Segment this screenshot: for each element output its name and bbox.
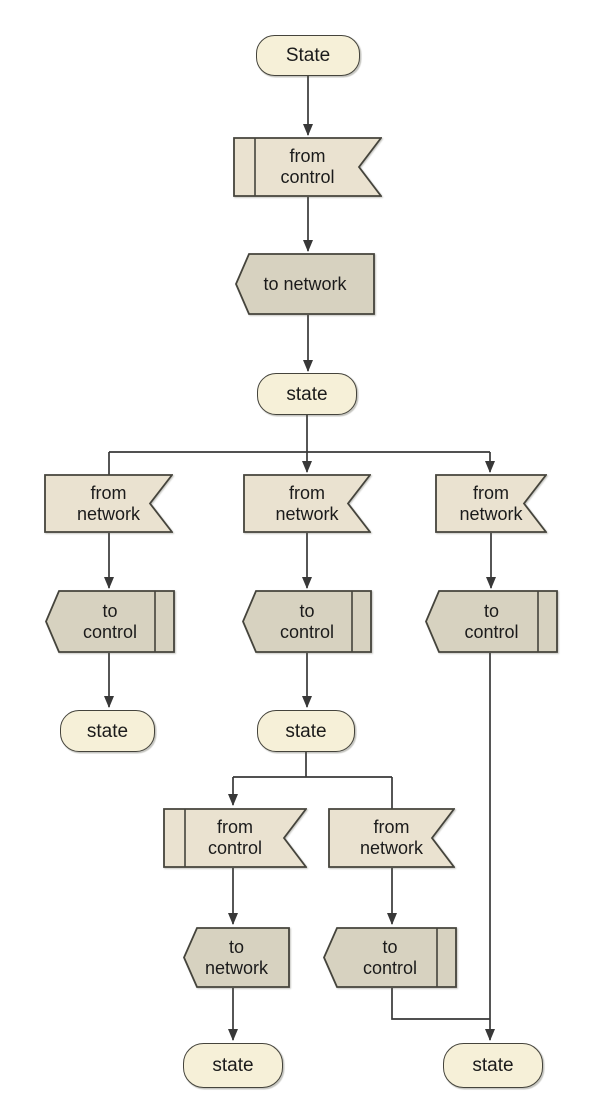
output-to-network-1-symbol [235,253,375,315]
output-to-network-2-outline [183,927,290,988]
output-to-network-2: to network [183,927,290,988]
input-from-network-4-symbol [328,808,455,868]
input-from-network-4-outline [328,808,455,868]
output-to-control-right-symbol [425,590,558,653]
input-from-network-right-outline [435,474,547,533]
input-from-network-right: from network [435,474,547,533]
edge-tc4-join-right-line [391,988,490,1020]
input-from-network-left-label: from network [76,482,141,524]
state-node-mid-label: state [285,720,327,742]
output-to-control-4-outline [323,927,457,988]
output-to-control-left-outline [45,590,175,653]
state-node-start: State [256,35,360,76]
input-from-network-left: from network [44,474,173,533]
input-from-network-mid-label: from network [275,482,339,524]
output-to-network-1: to network [235,253,375,315]
input-from-network-mid: from network [243,474,371,533]
output-to-control-mid-symbol [242,590,372,653]
input-from-control-2: from control [163,808,307,868]
output-to-control-right: to control [425,590,558,653]
output-to-network-1-outline [235,253,375,315]
state-node-2: state [257,373,357,415]
input-from-control-2-label: from control [207,817,263,858]
input-from-network-4-label: from network [359,817,424,858]
state-node-start-label: State [285,45,331,66]
state-node-mid: state [257,710,355,752]
input-from-control-1-symbol [233,137,382,197]
input-from-network-right-label: from network [459,482,523,524]
input-from-network-4: from network [328,808,455,868]
output-to-control-mid-label: to control [279,600,335,642]
output-to-control-left-label: to control [82,600,138,642]
output-to-control-4-symbol [323,927,457,988]
input-from-network-mid-symbol [243,474,371,533]
state-node-bottom-right-label: state [472,1055,514,1076]
output-to-control-left-symbol [45,590,175,653]
output-to-network-2-label: to network [204,936,269,978]
output-to-control-left: to control [45,590,175,653]
output-to-control-right-outline [425,590,558,653]
state-node-left-label: state [86,720,129,742]
state-node-left: state [60,710,155,752]
state-node-2-label: state [286,383,328,405]
input-from-control-2-outline [163,808,307,868]
input-from-network-left-outline [44,474,173,533]
state-node-bottom-right: state [443,1043,543,1088]
output-to-control-right-label: to control [464,600,519,642]
output-to-control-4: to control [323,927,457,988]
state-node-bottom-mid-label: state [212,1055,254,1076]
state-node-bottom-mid: state [183,1043,283,1088]
input-from-control-1-label: from control [280,146,335,187]
output-to-network-2-symbol [183,927,290,988]
output-to-network-1-label: to network [263,273,347,294]
input-from-network-left-symbol [44,474,173,533]
output-to-control-mid: to control [242,590,372,653]
input-from-network-mid-outline [243,474,371,533]
input-from-network-right-symbol [435,474,547,533]
input-from-control-1: from control [233,137,382,197]
input-from-control-2-symbol [163,808,307,868]
input-from-control-1-outline [233,137,382,197]
output-to-control-mid-outline [242,590,372,653]
output-to-control-4-label: to control [362,936,418,978]
